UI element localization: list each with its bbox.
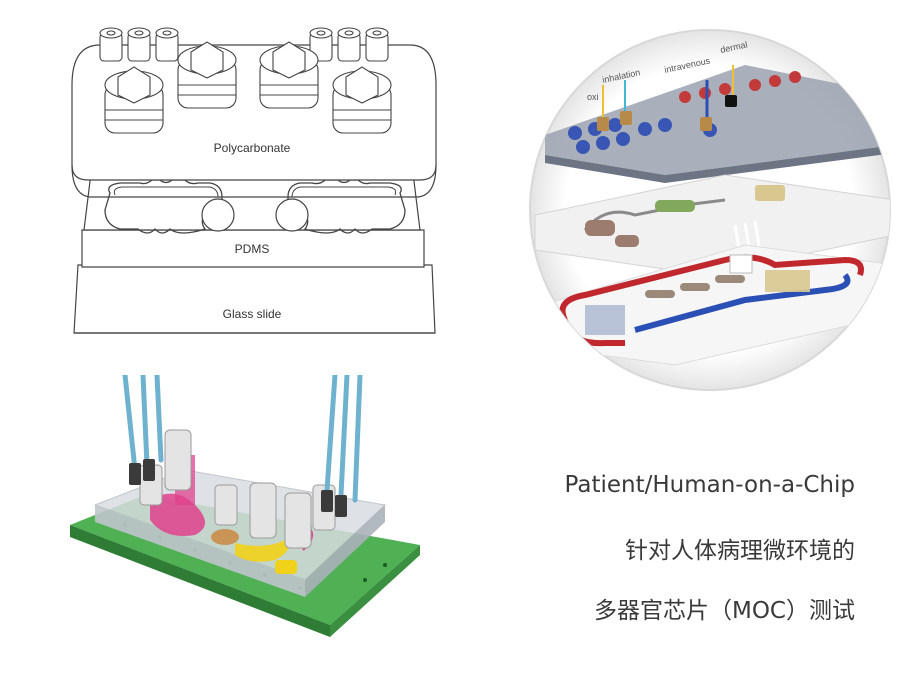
exploded-chip-diagram: Polycarbonate PDMS Glass slide [71,27,437,334]
caption-subtitle-line1: 针对人体病理微环境的 [625,538,855,564]
moc-label-oxi: oxi [587,92,599,102]
glass-slide-layer [73,264,436,334]
caption-subtitle-line2: 多器官芯片（MOC）测试 [593,598,855,624]
middle-membrane-layer [534,174,890,276]
polycarbonate-label: Polycarbonate [214,141,291,155]
caption-title: Patient/Human-on-a-Chip [564,472,855,498]
moc-exploded-render: oxi inhalation intravenous dermal [529,29,891,391]
pdms-layer [81,164,425,268]
chip-3d-render [70,375,420,637]
blue-tubes [122,375,363,503]
small-ports [99,27,389,62]
top-plate: oxi inhalation intravenous dermal [545,39,890,183]
pdms-label: PDMS [235,242,270,256]
hex-port-fittings [104,41,392,134]
tube-fittings [129,459,347,517]
glass-slide-label: Glass slide [223,307,282,321]
